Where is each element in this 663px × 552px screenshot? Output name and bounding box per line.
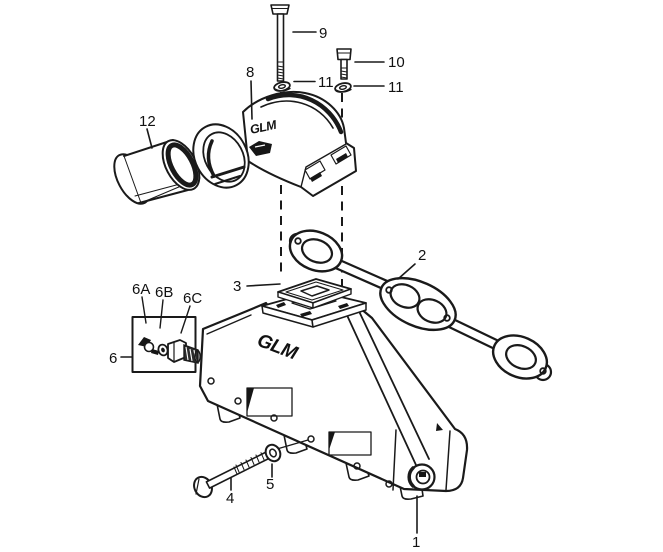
drain-cock-part-6a [138,337,159,355]
callout-leader-lines [120,31,418,534]
callout-12-label: 12 [139,113,156,130]
bolt-part-10 [336,48,352,80]
manifold-part-1: GLM [198,299,469,500]
exhaust-elbow-part-8: GLM [192,91,357,197]
callout-6a-label: 6A [132,281,150,298]
callout-10-label: 10 [388,54,405,71]
tube-part-12 [113,139,201,205]
spacer-plate-part-3 [277,278,352,309]
bolt-part-9 [270,4,290,82]
callout-11a-label: 11 [318,74,334,91]
washer-part-6b [157,343,169,357]
callout-3-label: 3 [233,278,241,295]
callout-6c-label: 6C [183,290,202,307]
bolt-part-4 [193,439,309,499]
elbow-fitting-boss [249,141,272,156]
exhaust-gasket-part-2 [288,229,553,382]
washer-part-11-right [334,82,352,93]
elbow-glm-logo: GLM [249,118,279,137]
callout-9-label: 9 [319,25,327,42]
callout-1-label: 1 [412,534,420,551]
callout-labels: 9 10 11 11 8 12 2 3 6A 6B 6C 6 4 5 1 [109,25,426,551]
callout-2-label: 2 [418,247,426,264]
callout-8-label: 8 [246,64,254,81]
washer-part-11-left [273,81,291,92]
plug-fitting-part-6c [167,339,201,364]
callout-11b-label: 11 [388,79,404,96]
callout-5-label: 5 [266,476,274,493]
manifold-end-boss [407,463,436,491]
callout-6b-label: 6B [155,284,173,301]
callout-4-label: 4 [226,490,234,507]
washer-part-5 [264,443,282,463]
fitting-kit-box-part-6 [131,316,201,373]
callout-6-label: 6 [109,350,117,367]
